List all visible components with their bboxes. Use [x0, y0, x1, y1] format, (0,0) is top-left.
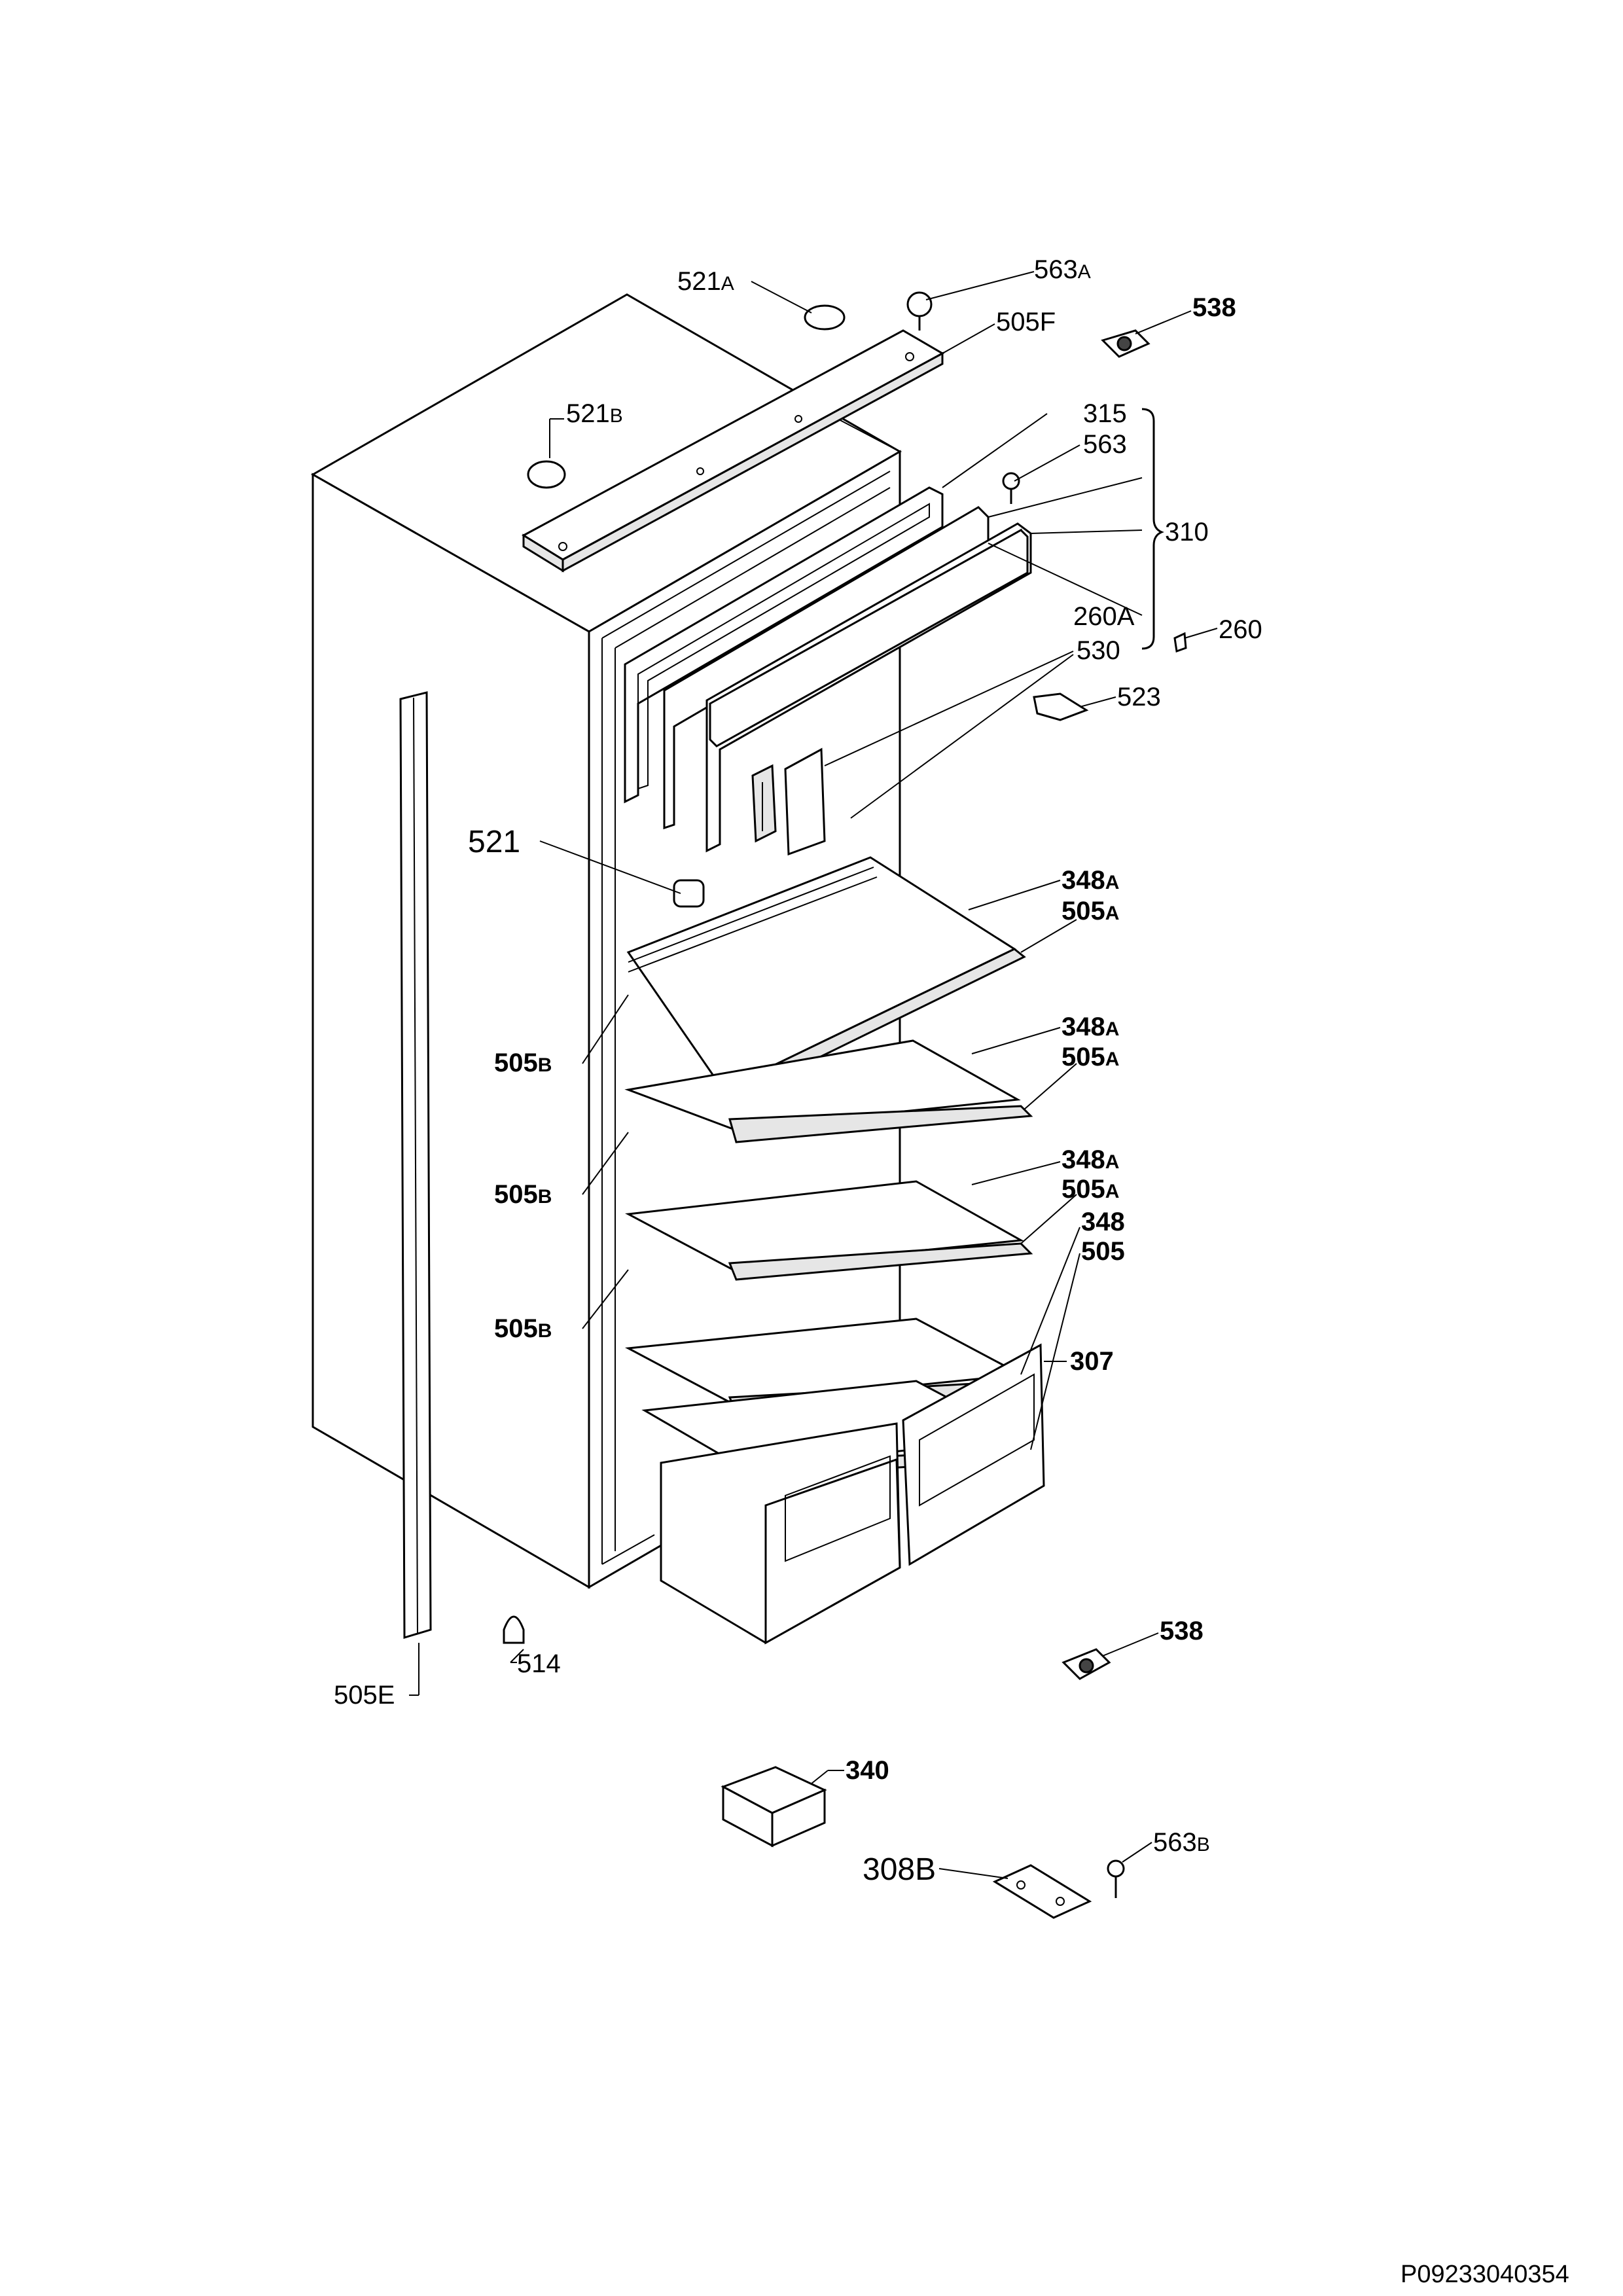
part-labels: 521A 563A 538 505F 521B 315 563 310 260A…	[334, 255, 1569, 2288]
glass-shelf-2	[624, 1039, 1033, 1143]
label-538-top: 538	[1192, 293, 1236, 322]
label-260: 260	[1219, 615, 1262, 644]
label-521B: 521B	[566, 399, 623, 428]
drawing-code: P09233040354	[1400, 2261, 1569, 2288]
label-307: 307	[1070, 1347, 1114, 1376]
label-563B: 563B	[1153, 1828, 1210, 1857]
label-308B: 308B	[863, 1852, 936, 1887]
label-563: 563	[1083, 430, 1127, 459]
label-310: 310	[1165, 518, 1209, 547]
label-530: 530	[1077, 636, 1120, 665]
freezer-compartment-assembly	[624, 486, 1032, 856]
label-505E: 505E	[334, 1681, 395, 1710]
top-cover-strip	[522, 329, 945, 573]
small-parts	[503, 291, 1187, 1919]
label-521A: 521A	[677, 267, 734, 296]
label-523: 523	[1117, 683, 1161, 711]
label-505A-3: 505A	[1061, 1175, 1119, 1204]
glass-shelf-3	[625, 1180, 1033, 1281]
label-514: 514	[517, 1649, 561, 1678]
label-505F: 505F	[996, 308, 1056, 336]
label-505B-2: 505B	[494, 1180, 552, 1209]
label-260A: 260A	[1073, 602, 1135, 631]
label-505B-1: 505B	[494, 1049, 552, 1077]
label-505A-1: 505A	[1061, 897, 1119, 925]
crisper-drawers	[660, 1343, 1045, 1645]
label-505: 505	[1081, 1237, 1125, 1266]
label-505B-3: 505B	[494, 1314, 552, 1343]
label-348A-3: 348A	[1061, 1145, 1119, 1174]
label-563A: 563A	[1034, 255, 1091, 284]
label-340: 340	[846, 1756, 889, 1785]
leader-lines	[409, 271, 1218, 1879]
label-348A-2: 348A	[1061, 1013, 1119, 1041]
label-538-bottom: 538	[1160, 1617, 1204, 1645]
label-521: 521	[468, 825, 520, 859]
label-315: 315	[1083, 399, 1127, 428]
label-348: 348	[1081, 1208, 1125, 1236]
label-348A-1: 348A	[1061, 866, 1119, 895]
door-seal-strip	[399, 691, 432, 1640]
label-505A-2: 505A	[1061, 1043, 1119, 1071]
